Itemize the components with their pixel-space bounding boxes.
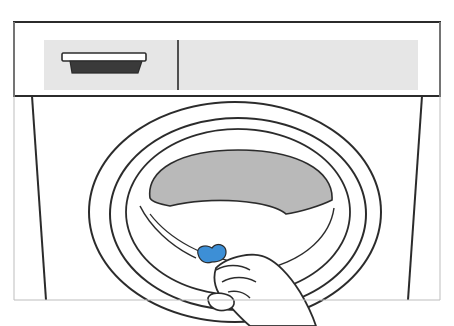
body-left-side (32, 96, 46, 300)
body-right-side (408, 96, 422, 300)
blue-object-icon (198, 245, 226, 263)
drawer-handle-icon (62, 53, 146, 73)
hand-thumb (208, 293, 234, 310)
